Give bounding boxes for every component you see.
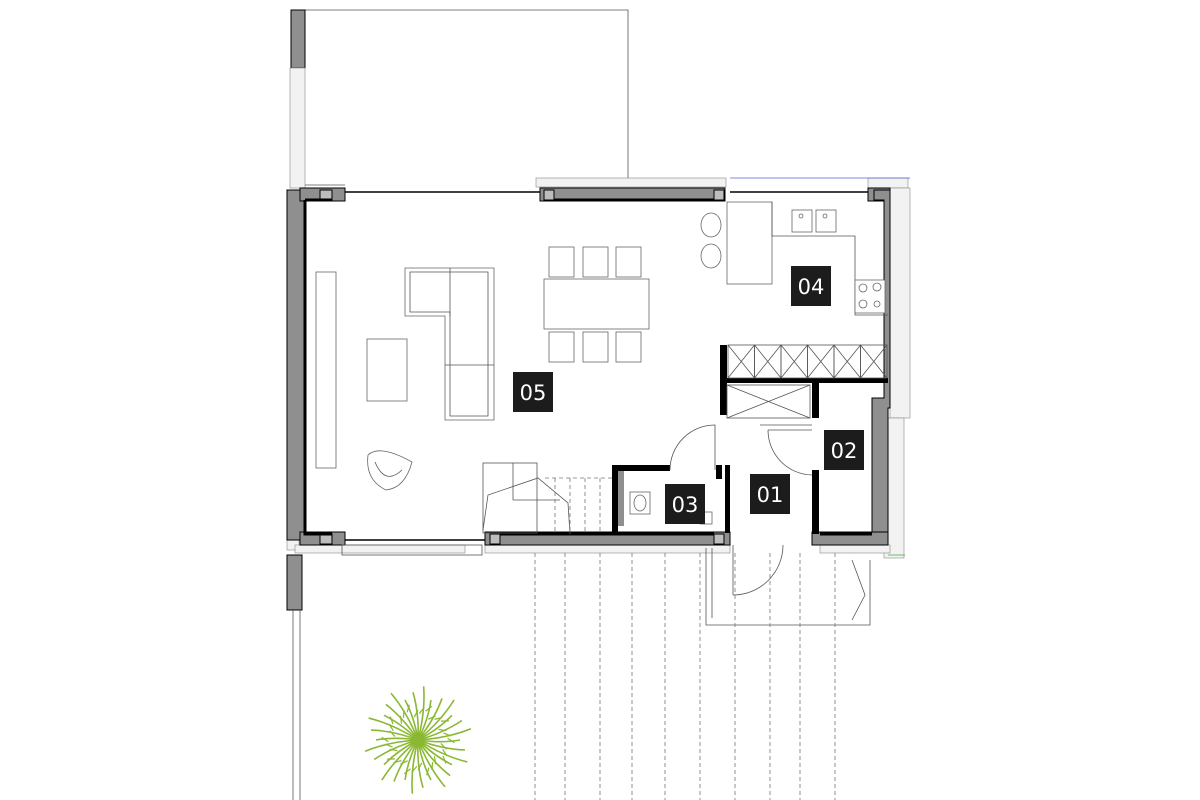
tree-branch (417, 739, 451, 777)
tree-branch (417, 699, 432, 741)
room-number: 03 (672, 493, 699, 517)
room-number: 01 (757, 483, 784, 507)
tree-branch (390, 692, 419, 741)
cabinet-mark (727, 344, 755, 379)
tree-twig (447, 737, 455, 744)
room-label-04: 04 (791, 266, 831, 306)
room-number: 05 (520, 381, 547, 405)
tree-branch (417, 714, 453, 741)
cabinet-mark (833, 344, 861, 379)
tree-branch (393, 739, 419, 782)
cabinet-mark (860, 344, 888, 379)
room-label-05: 05 (513, 372, 553, 412)
staircase (482, 462, 612, 535)
tree-icon (364, 686, 472, 794)
tree-branch (417, 728, 472, 741)
tree-branch (417, 739, 465, 751)
tree-branch (368, 717, 419, 741)
tree-branch (373, 739, 419, 761)
tree-branch (417, 739, 453, 766)
windows (341, 177, 910, 556)
cabinet-mark (807, 344, 835, 379)
interior-walls (612, 345, 888, 534)
tree-branch (417, 739, 446, 788)
tree-branch (381, 739, 419, 781)
tree-branch (383, 714, 419, 741)
lower-terrace (286, 548, 905, 800)
tree-branch (404, 739, 419, 781)
living-furniture (315, 246, 650, 491)
upper-terrace (289, 9, 629, 189)
tree-branch (417, 719, 463, 741)
room-label-01: 01 (750, 474, 790, 514)
tree-branch (412, 692, 419, 741)
tree-branch (375, 737, 419, 741)
tree-branch (383, 739, 419, 766)
room-number: 04 (798, 275, 825, 299)
room-label-03: 03 (665, 484, 705, 524)
cabinet-mark (754, 344, 782, 379)
tree-branch (417, 698, 443, 741)
tree-branch (417, 699, 455, 741)
tree-branch (371, 729, 419, 741)
room-label-02: 02 (824, 430, 864, 470)
tree-branch (417, 739, 424, 788)
exterior-walls (286, 177, 911, 559)
room-number: 02 (831, 439, 858, 463)
tree-branch (411, 739, 419, 794)
kitchen-furniture (700, 201, 888, 419)
cabinet (860, 344, 888, 379)
tree-branch (385, 703, 419, 741)
tree-branch (404, 699, 419, 741)
tree-branch (417, 739, 468, 763)
tree-branch (417, 686, 425, 741)
cabinet-mark (780, 344, 808, 379)
tree-branch (364, 739, 419, 752)
tree-branch (417, 739, 432, 781)
